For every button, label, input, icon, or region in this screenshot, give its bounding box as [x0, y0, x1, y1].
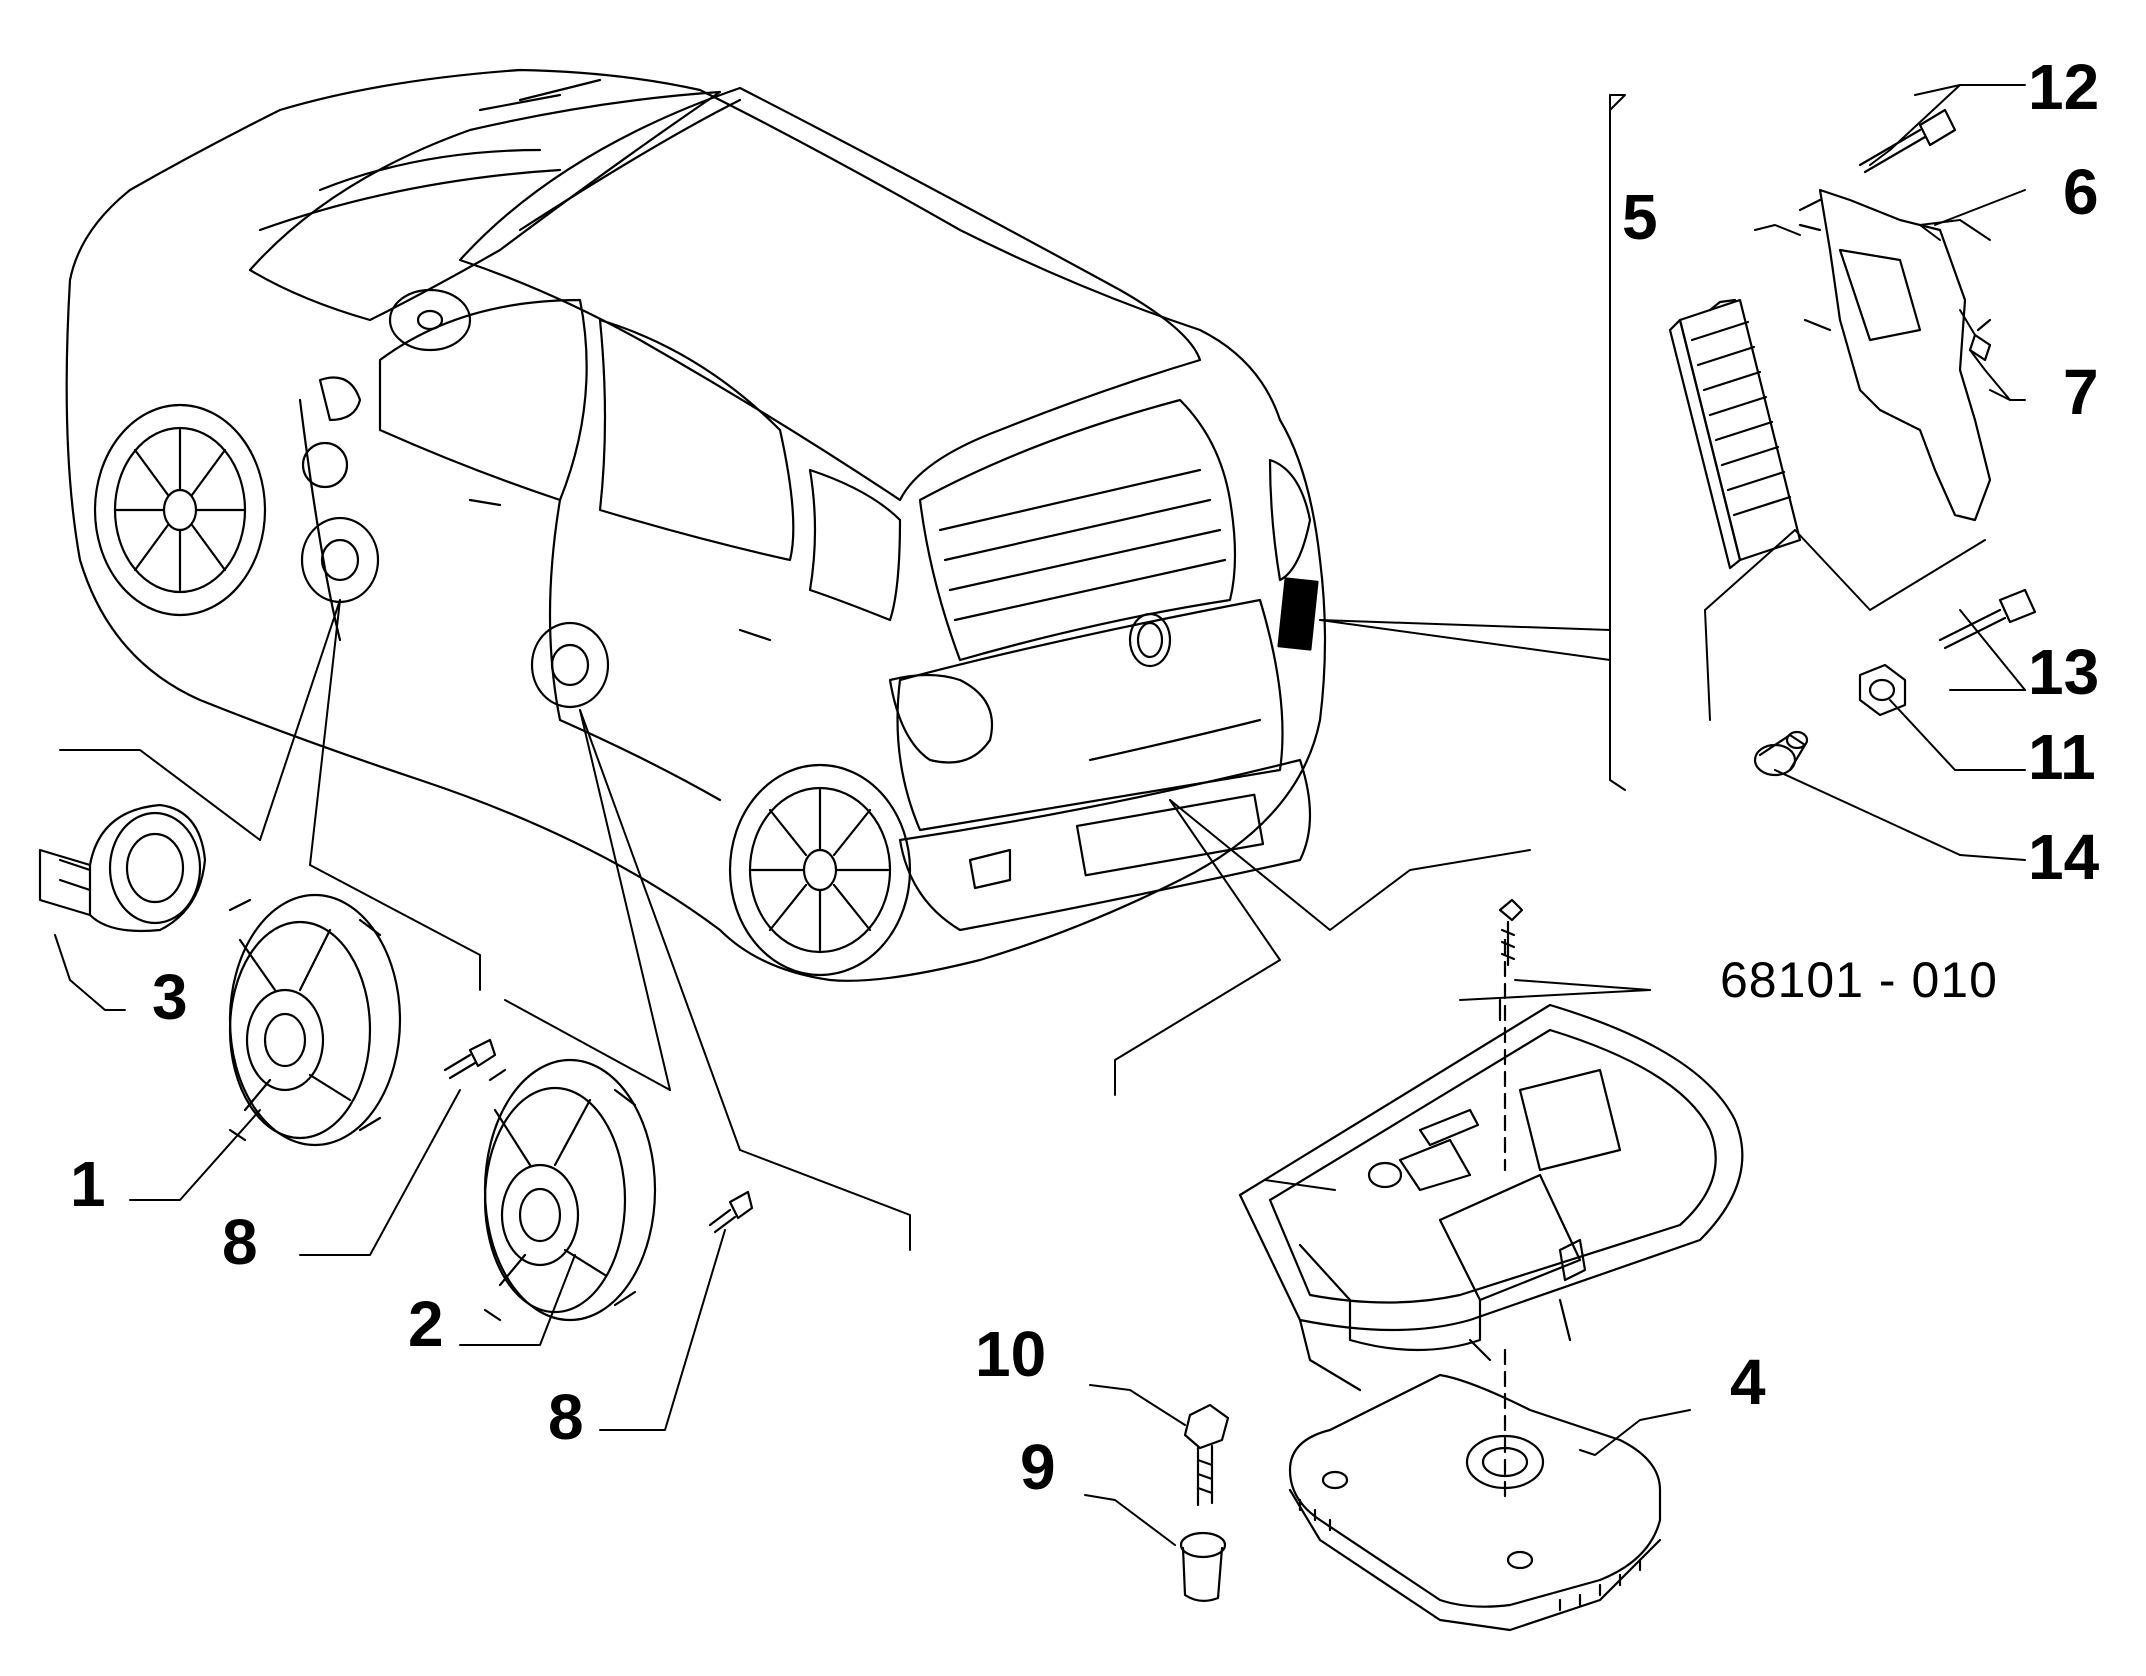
callout-1: 1: [70, 1148, 106, 1220]
spacer-9: [1179, 1531, 1227, 1602]
screw-8-upper: [443, 1038, 497, 1080]
screw-7: [1968, 318, 1992, 362]
rear-speaker: [483, 1058, 657, 1322]
callout-13: 13: [2028, 636, 2100, 708]
callout-3: 3: [152, 961, 188, 1033]
screw-8-lower: [708, 1190, 754, 1234]
bolt-13: [1938, 588, 2037, 650]
tweeter: [38, 803, 207, 933]
front-speaker: [228, 893, 402, 1147]
amplifier-bracket: [1798, 188, 1992, 522]
reference-code: 68101 - 010: [1720, 952, 1998, 1008]
callout-8-lower: 8: [548, 1381, 584, 1453]
bolt-10: [1183, 1403, 1230, 1507]
storage-tray: [1238, 938, 1744, 1502]
callout-6: 6: [2063, 156, 2099, 228]
callout-14: 14: [2028, 821, 2100, 893]
nut-11: [1858, 663, 1907, 717]
bolt-12: [1858, 108, 1957, 174]
callout-7: 7: [2063, 356, 2099, 428]
callout-12: 12: [2028, 51, 2100, 123]
callout-4: 4: [1730, 1346, 1766, 1418]
rivet-nut-14: [1753, 730, 1809, 777]
callout-5: 5: [1622, 181, 1658, 253]
subwoofer-housing: [1288, 1373, 1662, 1632]
car-illustration: [65, 68, 1327, 982]
amplifier: [1668, 298, 1802, 570]
callout-11: 11: [2028, 721, 2096, 793]
callout-8-upper: 8: [222, 1206, 258, 1278]
callout-9: 9: [1020, 1431, 1056, 1503]
callout-10: 10: [975, 1318, 1047, 1390]
tray-screw: [1498, 898, 1524, 967]
callout-2: 2: [408, 1288, 444, 1360]
leader-lines: [54, 84, 2026, 1546]
